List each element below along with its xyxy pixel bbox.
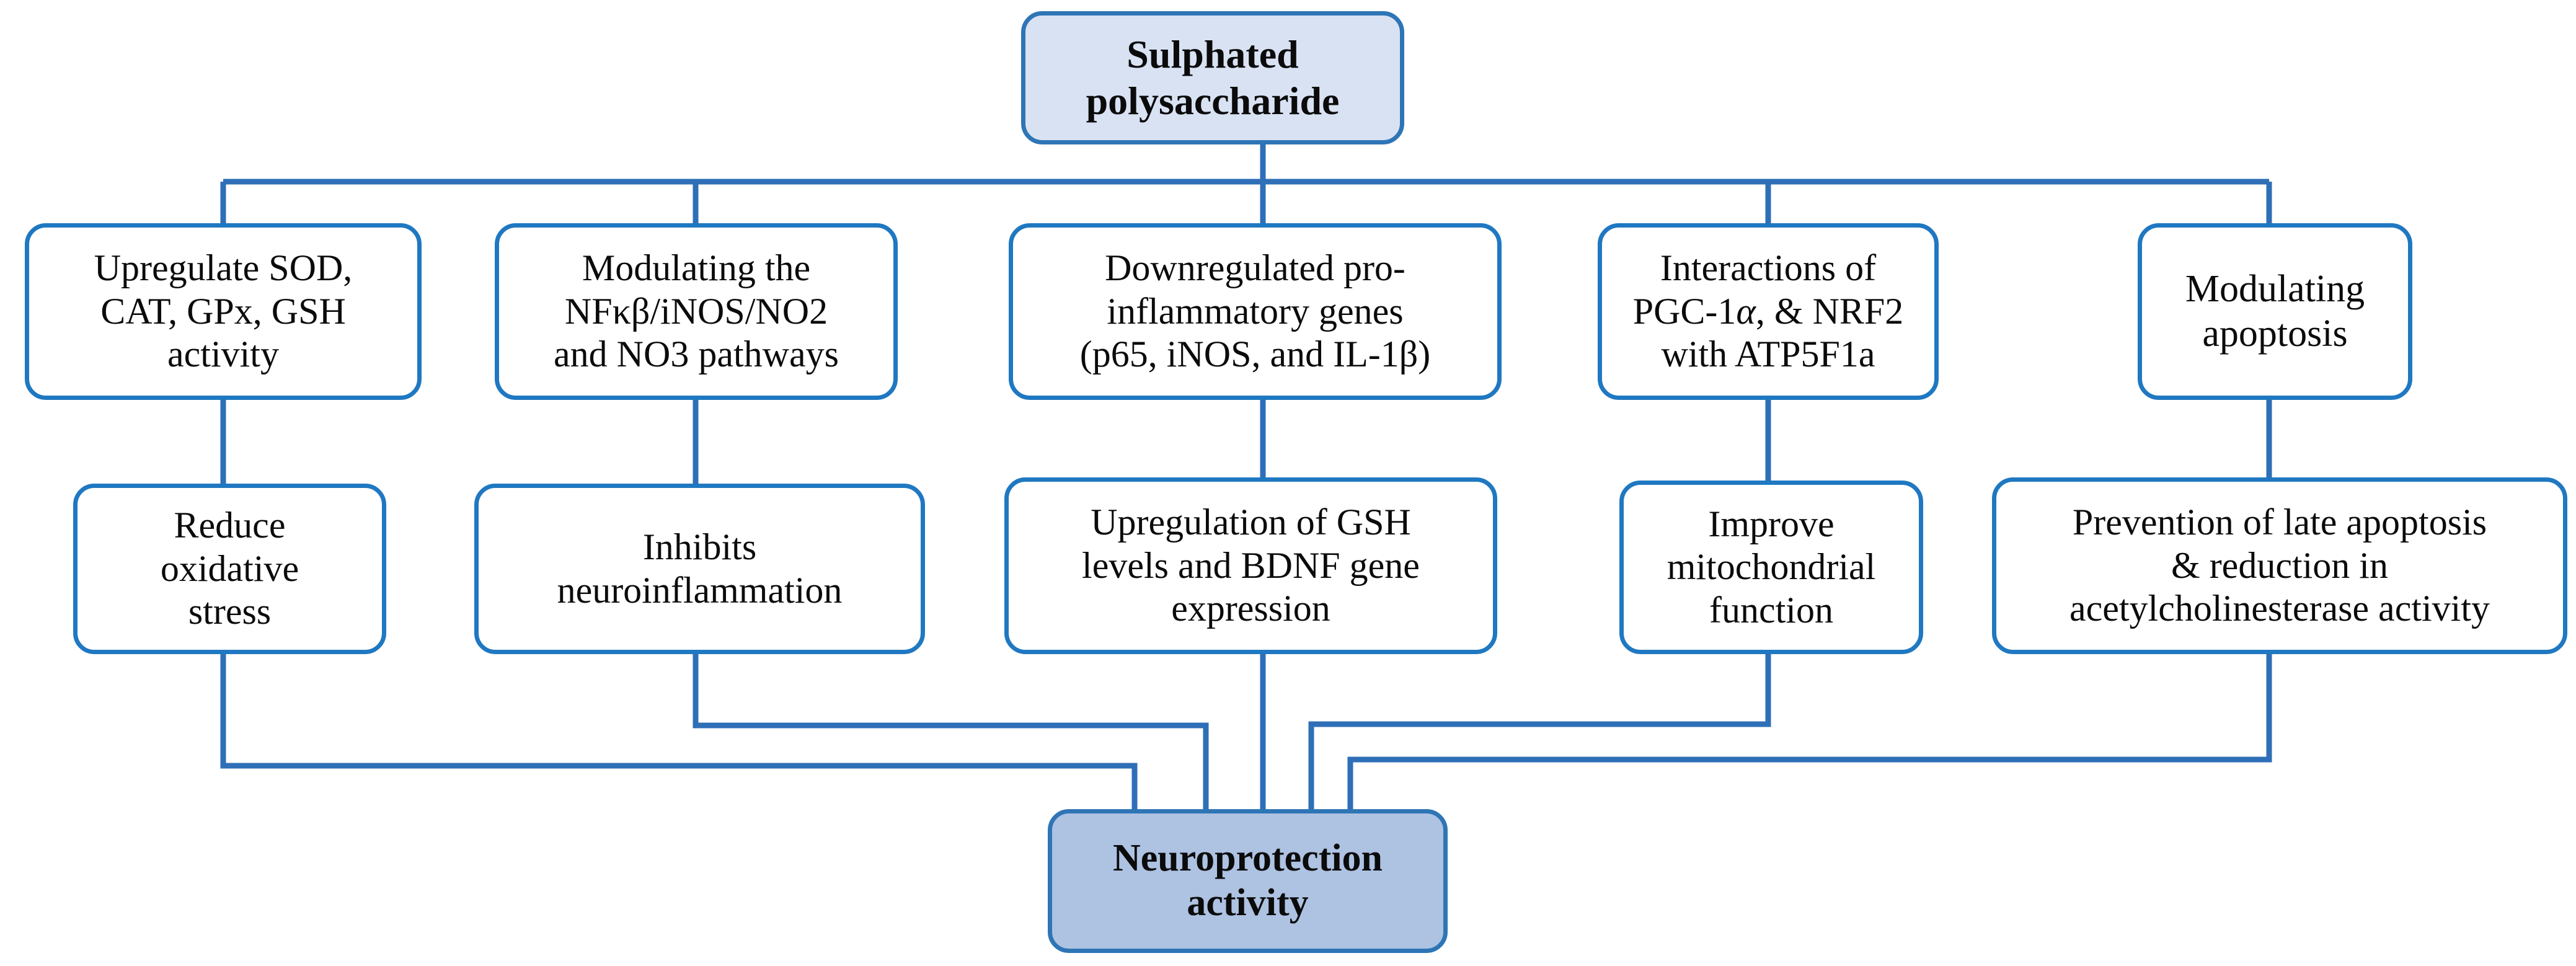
wire-e4-to-outcome [1308, 654, 1771, 812]
wire-e2-to-outcome [693, 654, 1209, 812]
wire-e1-to-outcome [220, 654, 1138, 812]
wire-e5-to-outcome [1347, 654, 2272, 812]
node-effect-prevention-late-apoptosis[interactable]: Prevention of late apoptosis& reduction … [1992, 477, 2567, 654]
node-label: Prevention of late apoptosis& reduction … [2069, 502, 2490, 629]
node-label: Downregulated pro-inflammatory genes(p65… [1079, 247, 1431, 375]
node-mechanism-downregulated-proinflammatory-genes[interactable]: Downregulated pro-inflammatory genes(p65… [1009, 223, 1502, 400]
